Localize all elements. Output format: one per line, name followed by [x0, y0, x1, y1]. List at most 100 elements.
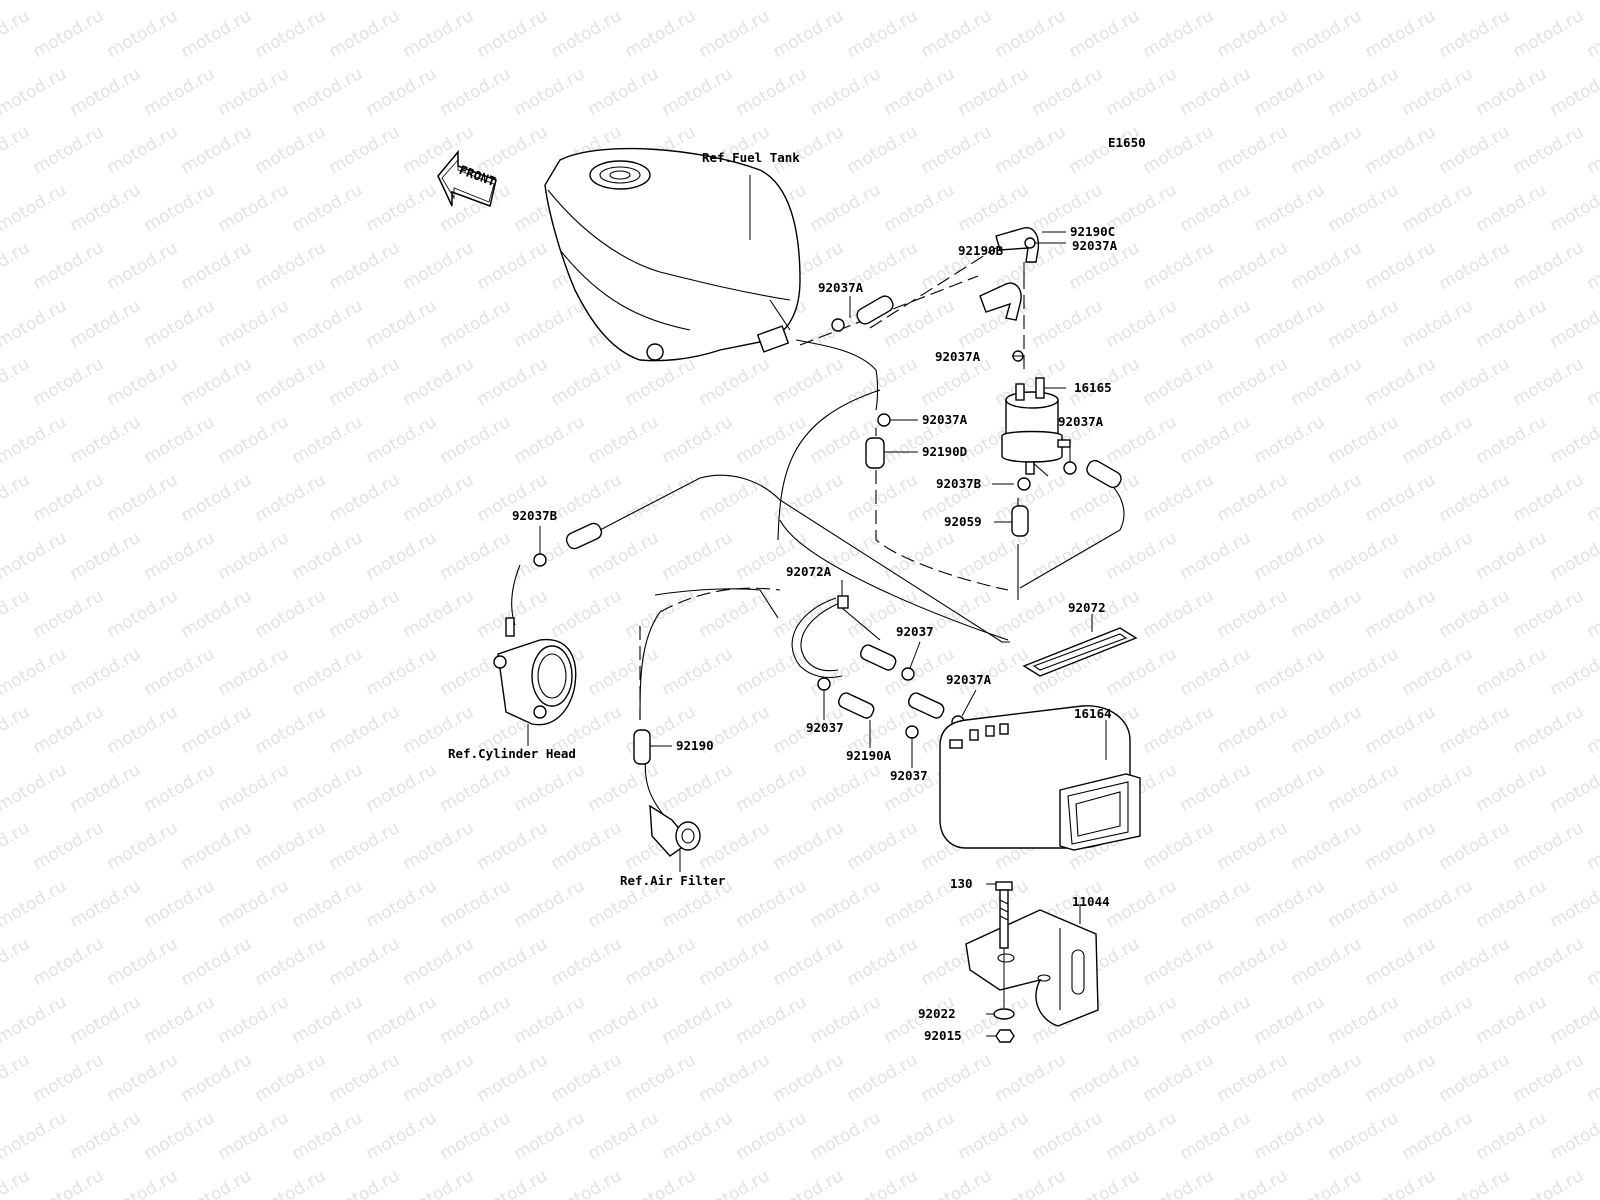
watermark-text: motod.ru — [400, 934, 478, 990]
ref-fuel-tank-label: Ref.Fuel Tank — [702, 150, 800, 165]
watermark-text: motod.ru — [1362, 934, 1440, 990]
part-label: 92037A — [922, 412, 968, 427]
diagram-code: E1650 — [1108, 135, 1146, 150]
watermark-text: motod.ru — [67, 528, 145, 584]
watermark-text: motod.ru — [1177, 992, 1255, 1048]
watermark-text: motod.ru — [0, 1050, 33, 1106]
watermark-text: motod.ru — [1103, 992, 1181, 1048]
watermark-text: motod.ru — [1473, 992, 1551, 1048]
watermark-text: motod.ru — [30, 238, 108, 294]
watermark-text: motod.ru — [104, 586, 182, 642]
watermark-text: motod.ru — [141, 1108, 219, 1164]
watermark-text: motod.ru — [733, 644, 811, 700]
watermark-text: motod.ru — [548, 586, 626, 642]
watermark-text: motod.ru — [1177, 0, 1255, 4]
watermark-text: motod.ru — [1362, 702, 1440, 758]
watermark-text: motod.ru — [400, 586, 478, 642]
watermark-text: motod.ru — [844, 354, 922, 410]
watermark-text: motod.ru — [215, 0, 293, 4]
watermark-text: motod.ru — [178, 470, 256, 526]
watermark-text: motod.ru — [844, 6, 922, 62]
watermark-text: motod.ru — [1510, 122, 1588, 178]
watermark-text: motod.ru — [1510, 1166, 1588, 1200]
watermark-text: motod.ru — [881, 0, 959, 4]
watermark-text: motod.ru — [178, 6, 256, 62]
watermark-text: motod.ru — [1399, 1108, 1477, 1164]
watermark-text: motod.ru — [1140, 6, 1218, 62]
watermark-text: motod.ru — [1584, 6, 1600, 62]
watermark-text: motod.ru — [0, 296, 70, 352]
watermark-text: motod.ru — [437, 992, 515, 1048]
watermark-text: motod.ru — [363, 992, 441, 1048]
watermark-text: motod.ru — [67, 992, 145, 1048]
watermark-text: motod.ru — [733, 760, 811, 816]
watermark-text: motod.ru — [141, 0, 219, 4]
watermark-text: motod.ru — [289, 528, 367, 584]
watermark-text: motod.ru — [1399, 180, 1477, 236]
watermark-text: motod.ru — [659, 528, 737, 584]
watermark-text: motod.ru — [1029, 64, 1107, 120]
watermark-text: motod.ru — [844, 122, 922, 178]
watermark-text: motod.ru — [437, 412, 515, 468]
watermark-text: motod.ru — [1510, 586, 1588, 642]
watermark-text: motod.ru — [1584, 122, 1600, 178]
watermark-text: motod.ru — [1399, 992, 1477, 1048]
watermark-text: motod.ru — [0, 180, 70, 236]
watermark-text: motod.ru — [0, 934, 33, 990]
watermark-text: motod.ru — [696, 586, 774, 642]
watermark-text: motod.ru — [1436, 586, 1514, 642]
watermark-text: motod.ru — [1288, 122, 1366, 178]
watermark-text: motod.ru — [1177, 412, 1255, 468]
watermark-text: motod.ru — [252, 586, 330, 642]
watermark-text: motod.ru — [1140, 818, 1218, 874]
part-number-labels: 92190C 92037A 92190B 92037A 92037A 16165… — [512, 224, 1118, 1043]
watermark-text: motod.ru — [1436, 354, 1514, 410]
watermark-text: motod.ru — [844, 1166, 922, 1200]
watermark-text: motod.ru — [1584, 238, 1600, 294]
watermark-text: motod.ru — [548, 1050, 626, 1106]
watermark-text: motod.ru — [67, 412, 145, 468]
watermark-text: motod.ru — [252, 122, 330, 178]
watermark-text: motod.ru — [178, 702, 256, 758]
watermark-text: motod.ru — [252, 818, 330, 874]
watermark-text: motod.ru — [1029, 0, 1107, 4]
watermark-text: motod.ru — [215, 992, 293, 1048]
watermark-text: motod.ru — [733, 876, 811, 932]
watermark-text: motod.ru — [585, 644, 663, 700]
watermark-text: motod.ru — [1436, 122, 1514, 178]
watermark-text: motod.ru — [548, 6, 626, 62]
watermark-text: motod.ru — [326, 1050, 404, 1106]
watermark-text: motod.ru — [1325, 876, 1403, 932]
part-label: 16164 — [1074, 706, 1112, 721]
air-filter-fitting-drawing — [649, 804, 701, 857]
watermark-text: motod.ru — [1103, 1108, 1181, 1164]
watermark-text: motod.ru — [252, 354, 330, 410]
watermark-text: motod.ru — [215, 296, 293, 352]
watermark-text: motod.ru — [1325, 760, 1403, 816]
watermark-text: motod.ru — [511, 992, 589, 1048]
watermark-text: motod.ru — [215, 760, 293, 816]
band-92072A-drawing — [791, 595, 881, 679]
watermark-text: motod.ru — [1584, 702, 1600, 758]
watermark-text: motod.ru — [363, 412, 441, 468]
watermark-text: motod.ru — [0, 412, 70, 468]
watermark-text: motod.ru — [178, 1050, 256, 1106]
part-label: 92190B — [958, 243, 1004, 258]
watermark-text: motod.ru — [1288, 702, 1366, 758]
watermark-text: motod.ru — [289, 0, 367, 4]
watermark-text: motod.ru — [0, 6, 33, 62]
watermark-text: motod.ru — [992, 122, 1070, 178]
watermark-text: motod.ru — [1399, 644, 1477, 700]
watermark-text: motod.ru — [1399, 412, 1477, 468]
watermark-text: motod.ru — [844, 818, 922, 874]
watermark-text: motod.ru — [1436, 238, 1514, 294]
watermark-text: motod.ru — [363, 0, 441, 4]
watermark-text: motod.ru — [141, 644, 219, 700]
line-drawing — [437, 147, 1141, 1043]
watermark-text: motod.ru — [1251, 180, 1329, 236]
watermark-text: motod.ru — [0, 760, 70, 816]
watermark-text: motod.ru — [1510, 818, 1588, 874]
watermark-text: motod.ru — [1140, 1166, 1218, 1200]
watermark-text: motod.ru — [252, 1050, 330, 1106]
watermark-text: motod.ru — [770, 934, 848, 990]
